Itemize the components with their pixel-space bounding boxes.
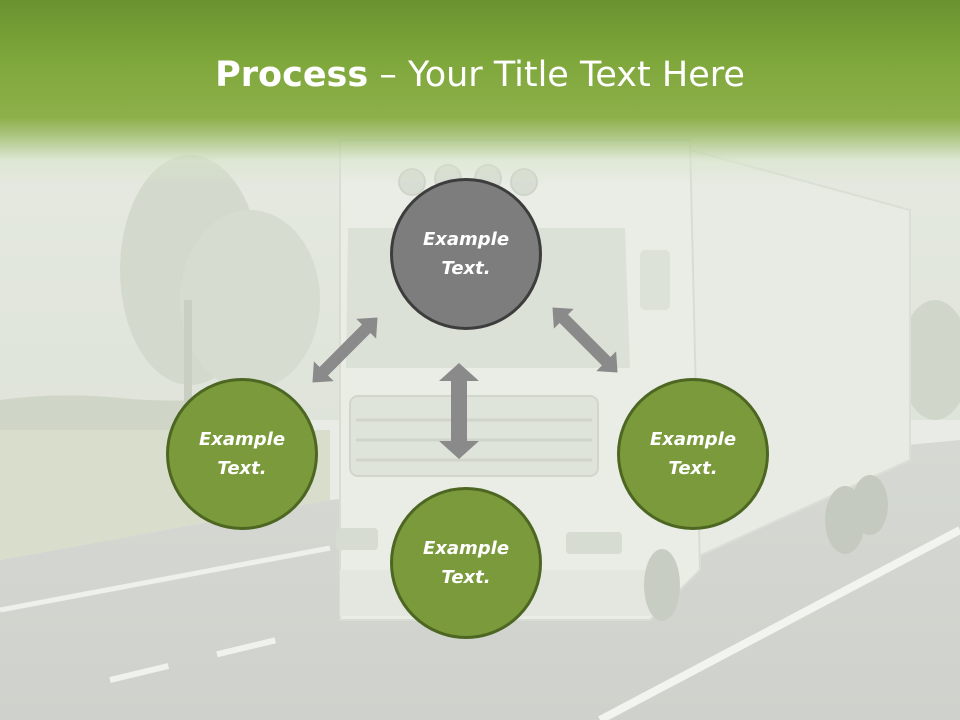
title-bold: Process bbox=[215, 55, 369, 95]
left-node[interactable]: Example Text. bbox=[166, 378, 318, 530]
arrow-center-right bbox=[552, 307, 618, 373]
title-separator: – bbox=[368, 55, 408, 95]
right-node-label: Example Text. bbox=[649, 429, 737, 479]
bottom-node[interactable]: Example Text. bbox=[390, 487, 542, 639]
slide-title: Process – Your Title Text Here bbox=[0, 52, 960, 98]
bottom-node-label: Example Text. bbox=[422, 538, 510, 588]
title-rest: Your Title Text Here bbox=[407, 55, 745, 95]
right-node[interactable]: Example Text. bbox=[617, 378, 769, 530]
arrow-center-left bbox=[312, 317, 378, 383]
left-node-label: Example Text. bbox=[198, 429, 286, 479]
center-node[interactable]: Example Text. bbox=[390, 178, 542, 330]
center-node-label: Example Text. bbox=[422, 229, 510, 279]
arrow-center-bottom bbox=[439, 363, 479, 459]
title-band bbox=[0, 0, 960, 185]
